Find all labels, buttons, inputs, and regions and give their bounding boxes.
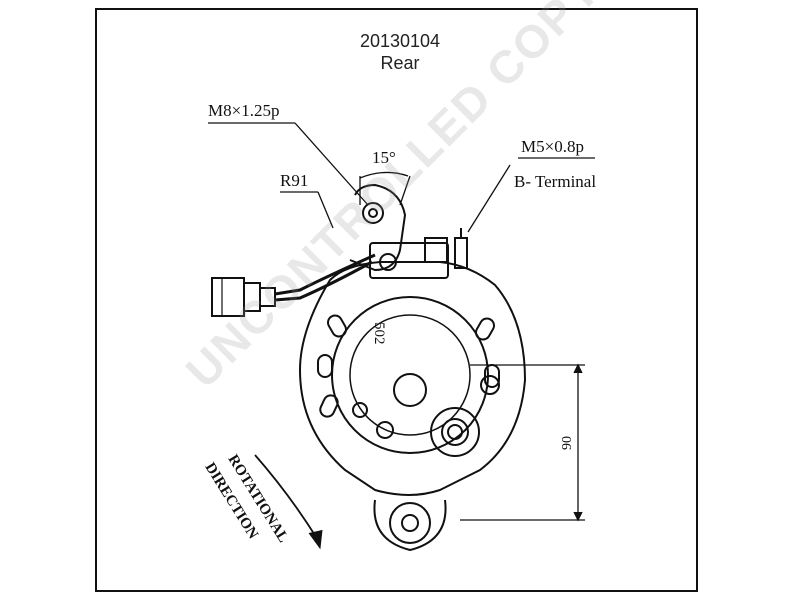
adjust-arm <box>349 183 407 272</box>
dimension-90-label: 90 <box>560 436 575 450</box>
terminal-thread-label: M5×0.8p <box>521 137 584 156</box>
pulley-bolt <box>430 407 480 457</box>
lower-mount-ear <box>373 499 447 552</box>
terminal-name-label: B- Terminal <box>514 172 597 191</box>
inner-ring <box>331 296 489 454</box>
drawing-frame <box>95 8 698 592</box>
angle-label: 15° <box>372 148 396 167</box>
radius-label: R91 <box>280 171 309 190</box>
view-label: Rear <box>380 53 420 73</box>
mount-thread-label: M8×1.25p <box>208 101 280 120</box>
housing-mark: 502 <box>371 322 387 345</box>
part-number: 20130104 <box>359 31 441 51</box>
